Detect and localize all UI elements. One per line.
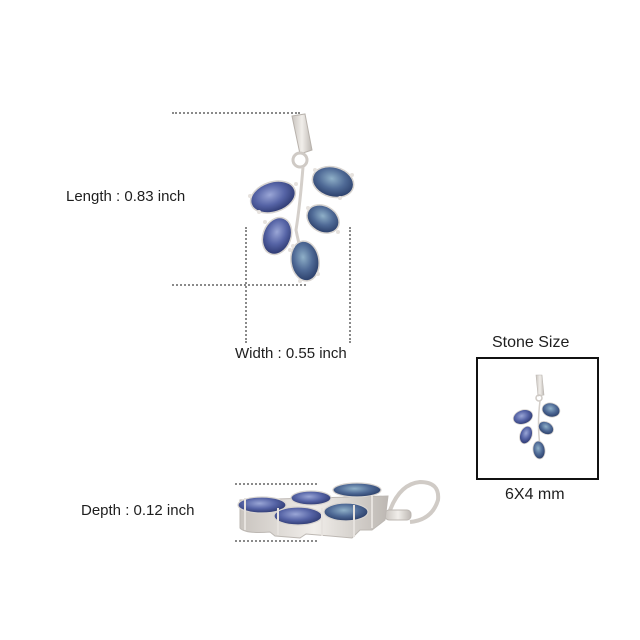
stone-size-value: 6X4 mm — [505, 486, 565, 503]
width-guide-left — [245, 227, 247, 343]
length-guide-bottom — [172, 284, 306, 286]
length-label: Length : 0.83 inch — [66, 188, 186, 205]
pendant-thumbnail-icon — [512, 374, 561, 460]
width-guide-right — [349, 227, 351, 343]
stone-size-title: Stone Size — [492, 334, 570, 351]
depth-label: Depth : 0.12 inch — [81, 502, 195, 519]
length-guide-top — [172, 112, 300, 114]
width-label: Width : 0.55 inch — [235, 345, 347, 362]
stone-size-box — [476, 357, 599, 480]
depth-guide-bottom — [235, 540, 317, 542]
depth-guide-top — [235, 483, 317, 485]
